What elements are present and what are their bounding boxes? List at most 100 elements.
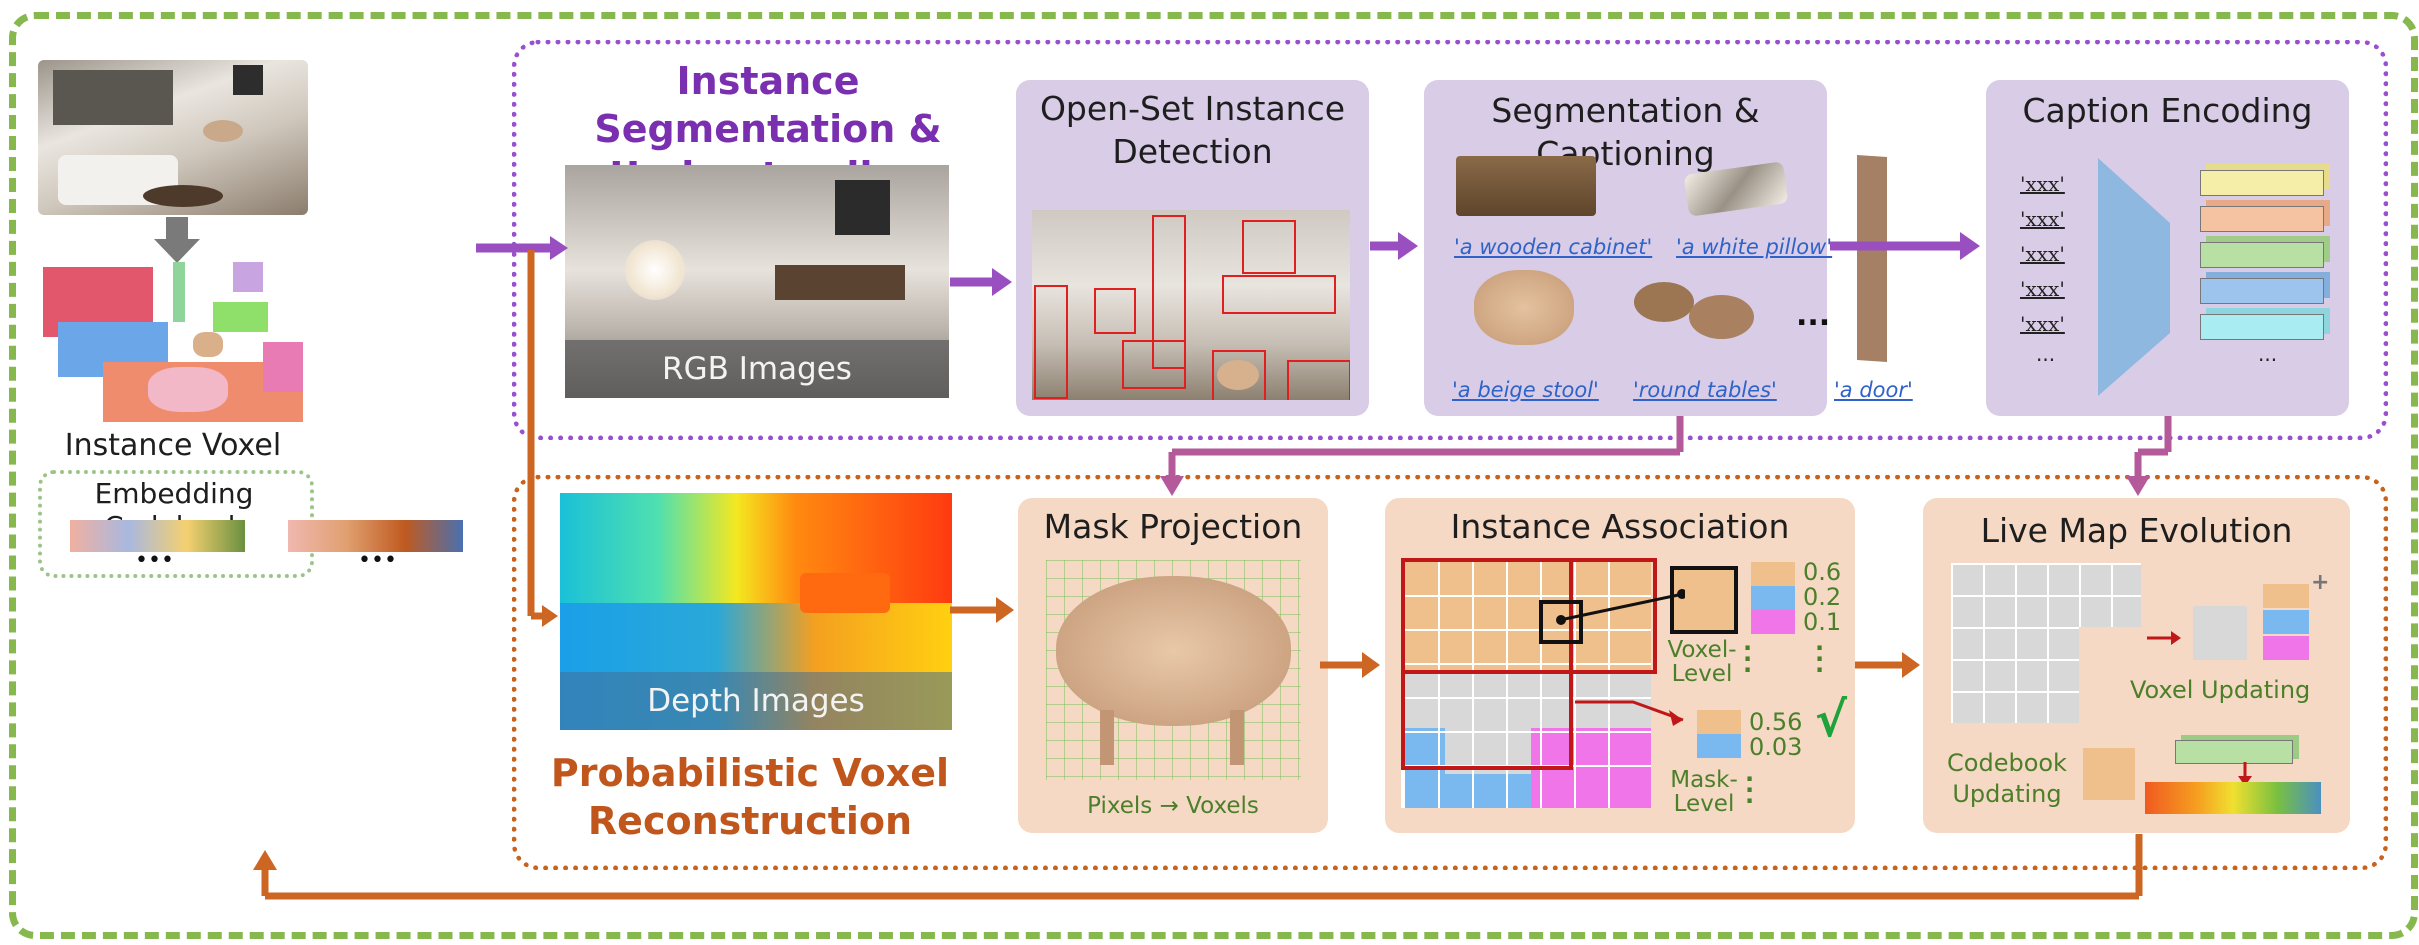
red-pointer-icon — [1575, 700, 1684, 726]
instance-voxel-label: Instance Voxel — [64, 428, 282, 463]
voxel-score-pink — [1751, 610, 1795, 634]
embed-blue — [2200, 278, 2324, 304]
caption-cabinet: 'a wooden cabinet' — [1454, 235, 1653, 259]
mask-stool-leg-2 — [1230, 710, 1244, 765]
codebook-bar-1 — [70, 520, 245, 552]
encoder-trapezoid-icon — [2098, 158, 2170, 396]
mask-score-blue — [1697, 734, 1741, 758]
bottom-section-heading: Probabilistic Voxel Reconstruction — [550, 751, 950, 843]
bottom-section-frame — [512, 475, 2388, 870]
caption-stool: 'a beige stool' — [1452, 378, 1599, 402]
embed-more: ... — [2258, 342, 2278, 366]
mask-score-1: 0.56 — [1749, 708, 1803, 736]
live-stack-blue — [2263, 610, 2309, 634]
detection-title: Open-Set Instance Detection — [1039, 89, 1346, 171]
det-box-5 — [1222, 275, 1336, 314]
voxel-vdots: ··· — [1743, 634, 1753, 684]
voxel-pink-rug — [148, 367, 228, 412]
plus-icon: + — [2311, 570, 2330, 595]
codes-more: ... — [2036, 342, 2056, 366]
det-box-1 — [1034, 285, 1068, 399]
red-arrow-icon — [2147, 631, 2181, 645]
down-red-arrow-icon — [2238, 762, 2252, 786]
depth-caption: Depth Images — [560, 672, 952, 730]
live-embed-bar — [2175, 740, 2293, 764]
mask-score-orange — [1697, 710, 1741, 734]
live-gradient-bar — [2145, 782, 2321, 814]
codebook-ellipsis-1: ••• — [135, 548, 174, 573]
det-box-2 — [1094, 288, 1136, 334]
embed-yellow — [2200, 170, 2324, 196]
outer-frame — [9, 12, 2418, 939]
photo-window — [233, 65, 263, 95]
det-box-7 — [1212, 350, 1266, 400]
caption-tables: 'round tables' — [1633, 378, 1777, 402]
rgb-cabinet — [775, 265, 905, 300]
depth-image: Depth Images — [560, 493, 952, 730]
embed-cyan — [2200, 314, 2324, 340]
down-arrow-icon — [154, 217, 200, 263]
codebook-bar-2 — [288, 520, 463, 552]
mask-score-2: 0.03 — [1749, 733, 1803, 761]
caption-door: 'a door' — [1834, 378, 1913, 402]
association-link — [1556, 589, 1685, 625]
segcap-title: Segmentation & Captioning — [1491, 91, 1760, 173]
mask-stool-leg-1 — [1100, 710, 1114, 765]
voxel-score-1: 0.6 — [1803, 558, 1842, 586]
voxel-vdots-2: ··· — [1815, 634, 1825, 684]
encoding-panel: Caption Encoding 'xxx' 'xxx' 'xxx' 'xxx'… — [1986, 80, 2349, 416]
caption-pillow: 'a white pillow' — [1676, 235, 1833, 259]
detection-image — [1032, 210, 1350, 400]
voxel-level-label: Voxel-Level — [1667, 637, 1737, 688]
det-box-4 — [1242, 220, 1296, 274]
instance-association-title: Instance Association — [1450, 507, 1790, 546]
instance-association-panel: Instance Association 0.6 0.2 0.1 Voxel-L… — [1385, 498, 1855, 833]
voxel-green — [213, 302, 268, 332]
code-5: 'xxx' — [2020, 312, 2065, 336]
depth-table — [800, 573, 890, 613]
voxel-score-orange — [1751, 562, 1795, 586]
segcap-stool-img — [1474, 270, 1574, 345]
codebook-ellipsis-2: ••• — [358, 548, 397, 573]
segcap-cabinet-img — [1456, 156, 1596, 216]
segcap-table-img-2 — [1689, 295, 1754, 339]
live-stack-orange — [2263, 584, 2309, 608]
voxel-tan-stool — [193, 332, 223, 357]
mask-projection-subtitle: Pixels → Voxels — [1087, 793, 1259, 819]
codebook-swatch — [2083, 748, 2135, 800]
code-4: 'xxx' — [2020, 277, 2065, 301]
rgb-caption: RGB Images — [565, 340, 949, 398]
mask-projection-panel: Mask Projection Pixels → Voxels — [1018, 498, 1328, 833]
detection-panel: Open-Set Instance Detection — [1016, 80, 1369, 416]
voxel-green-pole — [173, 262, 185, 322]
mask-projection-title: Mask Projection — [1043, 507, 1303, 546]
rgb-image: RGB Images — [565, 165, 949, 398]
rgb-lamp — [625, 240, 685, 300]
code-2: 'xxx' — [2020, 207, 2065, 231]
live-map-title: Live Map Evolution — [1980, 511, 2293, 550]
voxel-updating-label: Voxel Updating — [2130, 676, 2311, 704]
segcap-panel: Segmentation & Captioning 'a wooden cabi… — [1424, 80, 1913, 416]
photo-table — [143, 185, 223, 207]
live-gray-cell — [2193, 606, 2247, 660]
photo-stool — [203, 120, 243, 142]
embed-green — [2200, 242, 2324, 268]
segcap-dots: ... — [1796, 298, 1831, 333]
voxel-score-blue — [1751, 586, 1795, 610]
instance-voxel-map — [38, 262, 308, 422]
det-box-3 — [1152, 215, 1186, 369]
codebook-updating-label: Codebook Updating — [1947, 749, 2067, 809]
segcap-table-img-1 — [1634, 282, 1694, 322]
mask-vdots: ··· — [1745, 765, 1755, 815]
live-grid-cut — [2079, 627, 2143, 725]
room-photo — [38, 60, 308, 215]
code-1: 'xxx' — [2020, 172, 2065, 196]
encoding-title: Caption Encoding — [2022, 91, 2313, 130]
det-stool — [1217, 360, 1259, 390]
live-stack-pink — [2263, 636, 2309, 660]
voxel-purple — [233, 262, 263, 292]
det-box-8 — [1287, 360, 1350, 400]
voxel-score-3: 0.1 — [1803, 608, 1842, 636]
det-box-6 — [1122, 340, 1186, 389]
